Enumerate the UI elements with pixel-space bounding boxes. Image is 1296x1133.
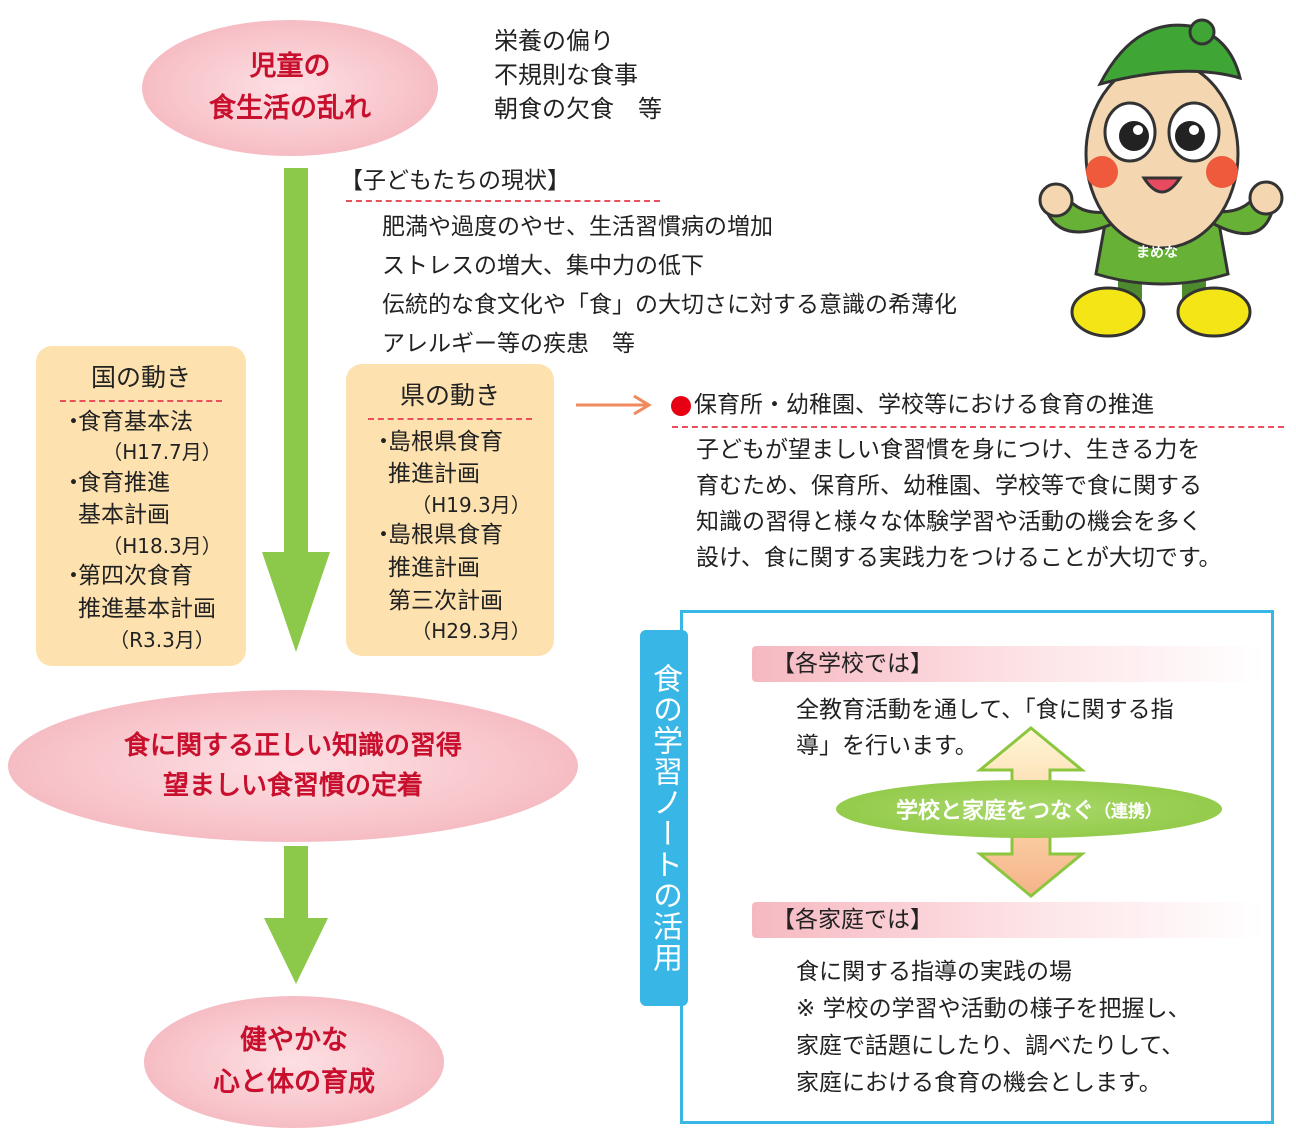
bullet: ・ (372, 428, 395, 455)
top-issues-list: 栄養の偏り 不規則な食事 朝食の欠食 等 (494, 24, 662, 126)
flow-arrow-down-1 (262, 168, 330, 652)
promotion-line: 育むため、保育所、幼稚園、学校等で食に関する (696, 473, 1202, 499)
prefecture-item-date: （H19.3月） (411, 492, 531, 517)
top-issue-item: 不規則な食事 (494, 61, 638, 89)
mascot-illustration (1038, 18, 1284, 338)
notebook-vertical-title: 食の学習ノートの活用 (640, 630, 688, 1006)
top-ellipse-line2: 食生活の乱れ (209, 93, 371, 124)
national-item-date: （H18.3月） (102, 533, 222, 558)
national-item: ・ 第四次食育 推進基本計画 （R3.3月） (58, 560, 246, 654)
national-item: ・ 食育推進 基本計画 （H18.3月） (58, 467, 246, 561)
national-item: ・ 食育基本法 （H17.7月） (58, 406, 246, 467)
bullet: ・ (62, 408, 85, 435)
prefecture-item-line: 推進計画 (388, 554, 480, 581)
arrow-right-icon (576, 394, 652, 416)
link-label: 学校と家庭をつなぐ (895, 799, 1094, 824)
national-divider (60, 399, 222, 402)
link-suffix: （連携） (1094, 801, 1162, 822)
current-status-item: 伝統的な食文化や「食」の大切さに対する意識の希薄化 (382, 292, 957, 318)
flow-arrow-down-2 (264, 846, 328, 984)
middle-ellipse-knowledge-habits: 食に関する正しい知識の習得 望ましい食習慣の定着 (8, 690, 578, 842)
red-dot-icon (671, 396, 691, 416)
promotion-title: 保育所・幼稚園、学校等における食育の推進 (694, 392, 1154, 418)
promotion-divider (672, 426, 1284, 428)
prefecture-item-line: 第三次計画 (388, 587, 503, 614)
top-issue-item: 栄養の偏り (494, 27, 614, 55)
promotion-body: 子どもが望ましい食習慣を身につけ、生きる力を 育むため、保育所、幼稚園、学校等で… (696, 432, 1222, 576)
promotion-line: 設け、食に関する実践力をつけることが大切です。 (696, 545, 1222, 571)
home-body: 食に関する指導の実践の場 ※ 学校の学習や活動の様子を把握し、 家庭で話題にした… (796, 954, 1191, 1102)
bottom-ellipse-line1: 健やかな (240, 1025, 348, 1057)
bullet: ・ (372, 522, 395, 549)
national-box: 国の動き ・ 食育基本法 （H17.7月） ・ 食育推進 基本計画 （H18.3… (36, 346, 246, 666)
prefecture-item-date: （H29.3月） (411, 619, 531, 644)
home-line: 家庭における食育の機会とします。 (796, 1070, 1162, 1096)
current-status-item: 肥満や過度のやせ、生活習慣病の増加 (382, 214, 773, 240)
promotion-line: 子どもが望ましい食習慣を身につけ、生きる力を (696, 437, 1201, 463)
prefecture-item-line: 島根県食育 (388, 428, 503, 455)
prefecture-divider (368, 417, 532, 420)
home-line: 食に関する指導の実践の場 (796, 959, 1072, 985)
national-item-line: 推進基本計画 (78, 595, 216, 622)
school-line: 導」を行います。 (796, 733, 978, 759)
national-title: 国の動き (90, 363, 191, 392)
bullet: ・ (62, 469, 85, 496)
top-issue-item: 朝食の欠食 等 (494, 95, 662, 123)
national-item-line: 食育基本法 (78, 408, 193, 435)
top-ellipse-line1: 児童の (249, 51, 331, 83)
notebook-vertical-title-text: 食の学習ノートの活用 (647, 663, 682, 973)
prefecture-box: 県の動き ・ 島根県食育 推進計画 （H19.3月） ・ 島根県食育 推進計画 … (346, 364, 554, 656)
mascot-label: まめな (1136, 245, 1178, 261)
current-status-list: 肥満や過度のやせ、生活習慣病の増加 ストレスの増大、集中力の低下 伝統的な食文化… (382, 208, 957, 364)
national-item-line: 第四次食育 (78, 563, 193, 590)
current-status-divider (346, 200, 660, 202)
national-item-date: （H17.7月） (102, 440, 222, 465)
prefecture-item-line: 推進計画 (388, 461, 480, 488)
current-status-title: 【子どもたちの現状】 (340, 168, 570, 194)
national-item-line: 基本計画 (78, 502, 170, 529)
bottom-ellipse-line2: 心と体の育成 (213, 1067, 375, 1098)
national-item-line: 食育推進 (78, 469, 170, 496)
middle-ellipse-line2: 望ましい食習慣の定着 (162, 771, 423, 801)
prefecture-item-line: 島根県食育 (388, 522, 503, 549)
top-ellipse-child-diet-disorder: 児童の 食生活の乱れ (142, 20, 438, 156)
prefecture-item: ・ 島根県食育 推進計画 第三次計画 （H29.3月） (368, 519, 554, 645)
current-status-item: アレルギー等の疾患 等 (382, 331, 635, 357)
prefecture-title: 県の動き (399, 381, 500, 410)
school-body: 全教育活動を通して、「食に関する指 導」を行います。 (796, 692, 1174, 764)
promotion-line: 知識の習得と様々な体験学習や活動の機会を多く (696, 509, 1202, 535)
home-line: 家庭で話題にしたり、調べたりして、 (796, 1033, 1185, 1059)
middle-ellipse-line1: 食に関する正しい知識の習得 (123, 730, 462, 761)
bullet: ・ (62, 563, 85, 590)
bottom-ellipse-healthy-growth: 健やかな 心と体の育成 (144, 996, 444, 1128)
home-line: ※ 学校の学習や活動の様子を把握し、 (796, 996, 1191, 1022)
national-item-date: （R3.3月） (109, 627, 215, 652)
prefecture-item: ・ 島根県食育 推進計画 （H19.3月） (368, 426, 554, 520)
home-heading: 【各家庭では】 (752, 902, 1264, 938)
current-status-item: ストレスの増大、集中力の低下 (382, 253, 704, 279)
link-ellipse: 学校と家庭をつなぐ （連携） (836, 780, 1222, 838)
school-line: 全教育活動を通して、「食に関する指 (796, 697, 1174, 723)
school-heading: 【各学校では】 (752, 646, 1264, 682)
